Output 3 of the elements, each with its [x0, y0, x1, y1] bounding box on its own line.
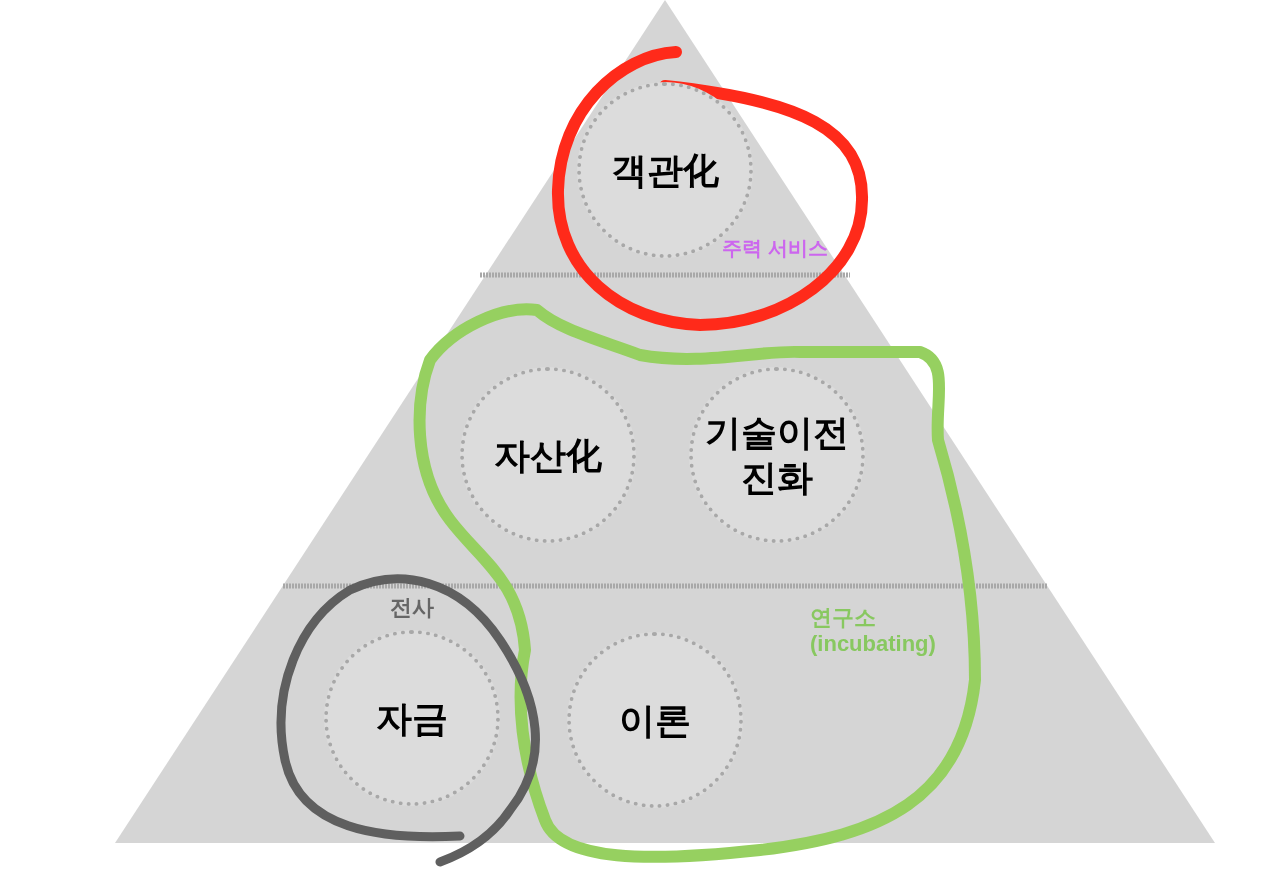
group-label: 주력 서비스: [722, 236, 828, 260]
group-label: 전사: [390, 595, 434, 622]
group-label: 연구소 (incubating): [810, 605, 937, 658]
